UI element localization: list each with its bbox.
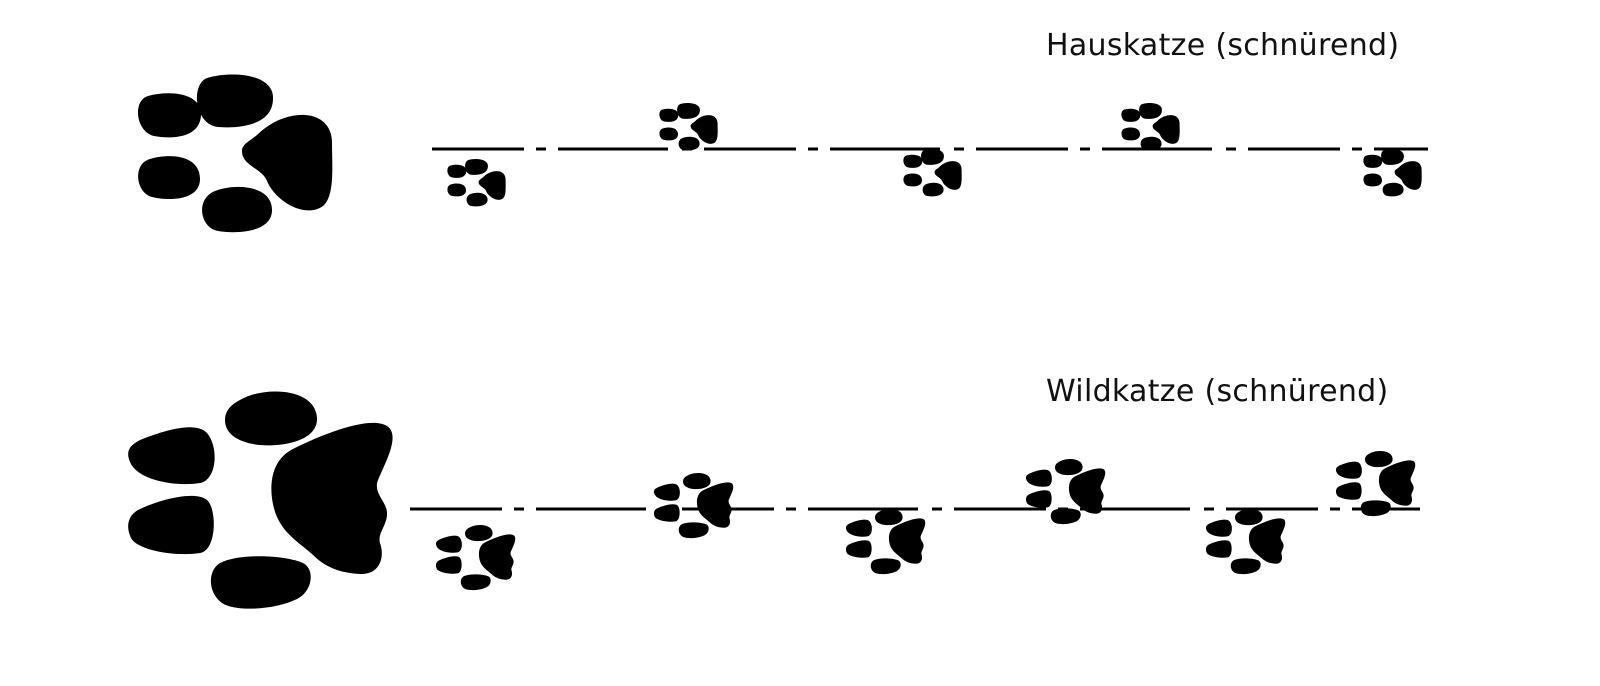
house-cat-print-3 (903, 149, 962, 197)
wild-cat-label: Wildkatze (schnürend) (1046, 374, 1389, 409)
house-cat-print-4 (1121, 103, 1180, 151)
house-cat-print-1 (447, 159, 506, 207)
wild-cat-print-4 (1025, 458, 1106, 525)
house-cat-label: Hauskatze (schnürend) (1046, 28, 1400, 63)
wild-cat-print-6 (1335, 450, 1416, 517)
wild-cat-row (128, 391, 1420, 609)
wild-cat-track (435, 450, 1416, 591)
house-cat-print-2 (659, 103, 718, 151)
wild-cat-print-5 (1205, 508, 1286, 575)
wild-cat-print-2 (653, 472, 734, 539)
house-cat-paw-large (137, 74, 333, 233)
house-cat-print-5 (1363, 149, 1422, 197)
house-cat-row (137, 74, 1428, 233)
wild-cat-paw-large (128, 391, 393, 609)
house-cat-track (447, 103, 1422, 207)
wild-cat-print-1 (435, 524, 516, 591)
wild-cat-print-3 (845, 508, 926, 575)
